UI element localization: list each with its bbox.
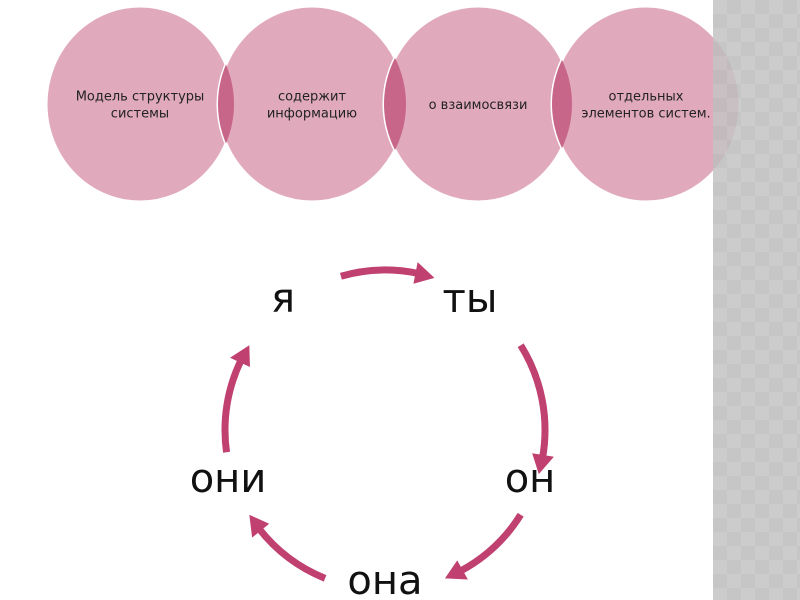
cycle-arrow — [458, 512, 524, 575]
arrowhead-icon — [230, 345, 250, 368]
cycle-item: я — [271, 276, 295, 322]
cycle-item: они — [190, 456, 267, 502]
decorative-side-strip — [713, 0, 800, 600]
arrowhead-icon — [249, 514, 270, 538]
circle-text: содержит — [278, 90, 346, 105]
circle-text: системы — [111, 107, 169, 122]
arrowhead-icon — [413, 262, 435, 284]
cycle-arrow — [221, 358, 245, 453]
circle-text: Модель структуры — [76, 90, 205, 105]
circle-chain: Модель структуры системы содержит информаци… — [44, 4, 742, 204]
cycle-arrow — [339, 266, 419, 280]
arrowhead-icon — [532, 453, 554, 475]
circle-text: отдельных — [609, 90, 684, 105]
cycle-item: она — [347, 558, 422, 600]
cycle-arrow — [517, 343, 549, 459]
circle-text: элементов систем. — [581, 107, 710, 122]
circle-text: информацию — [267, 107, 357, 122]
circle-text: о взаимосвязи — [429, 98, 528, 113]
cycle-arrow — [256, 526, 327, 582]
arrowhead-icon — [444, 560, 468, 580]
cycle-item: ты — [443, 276, 498, 322]
